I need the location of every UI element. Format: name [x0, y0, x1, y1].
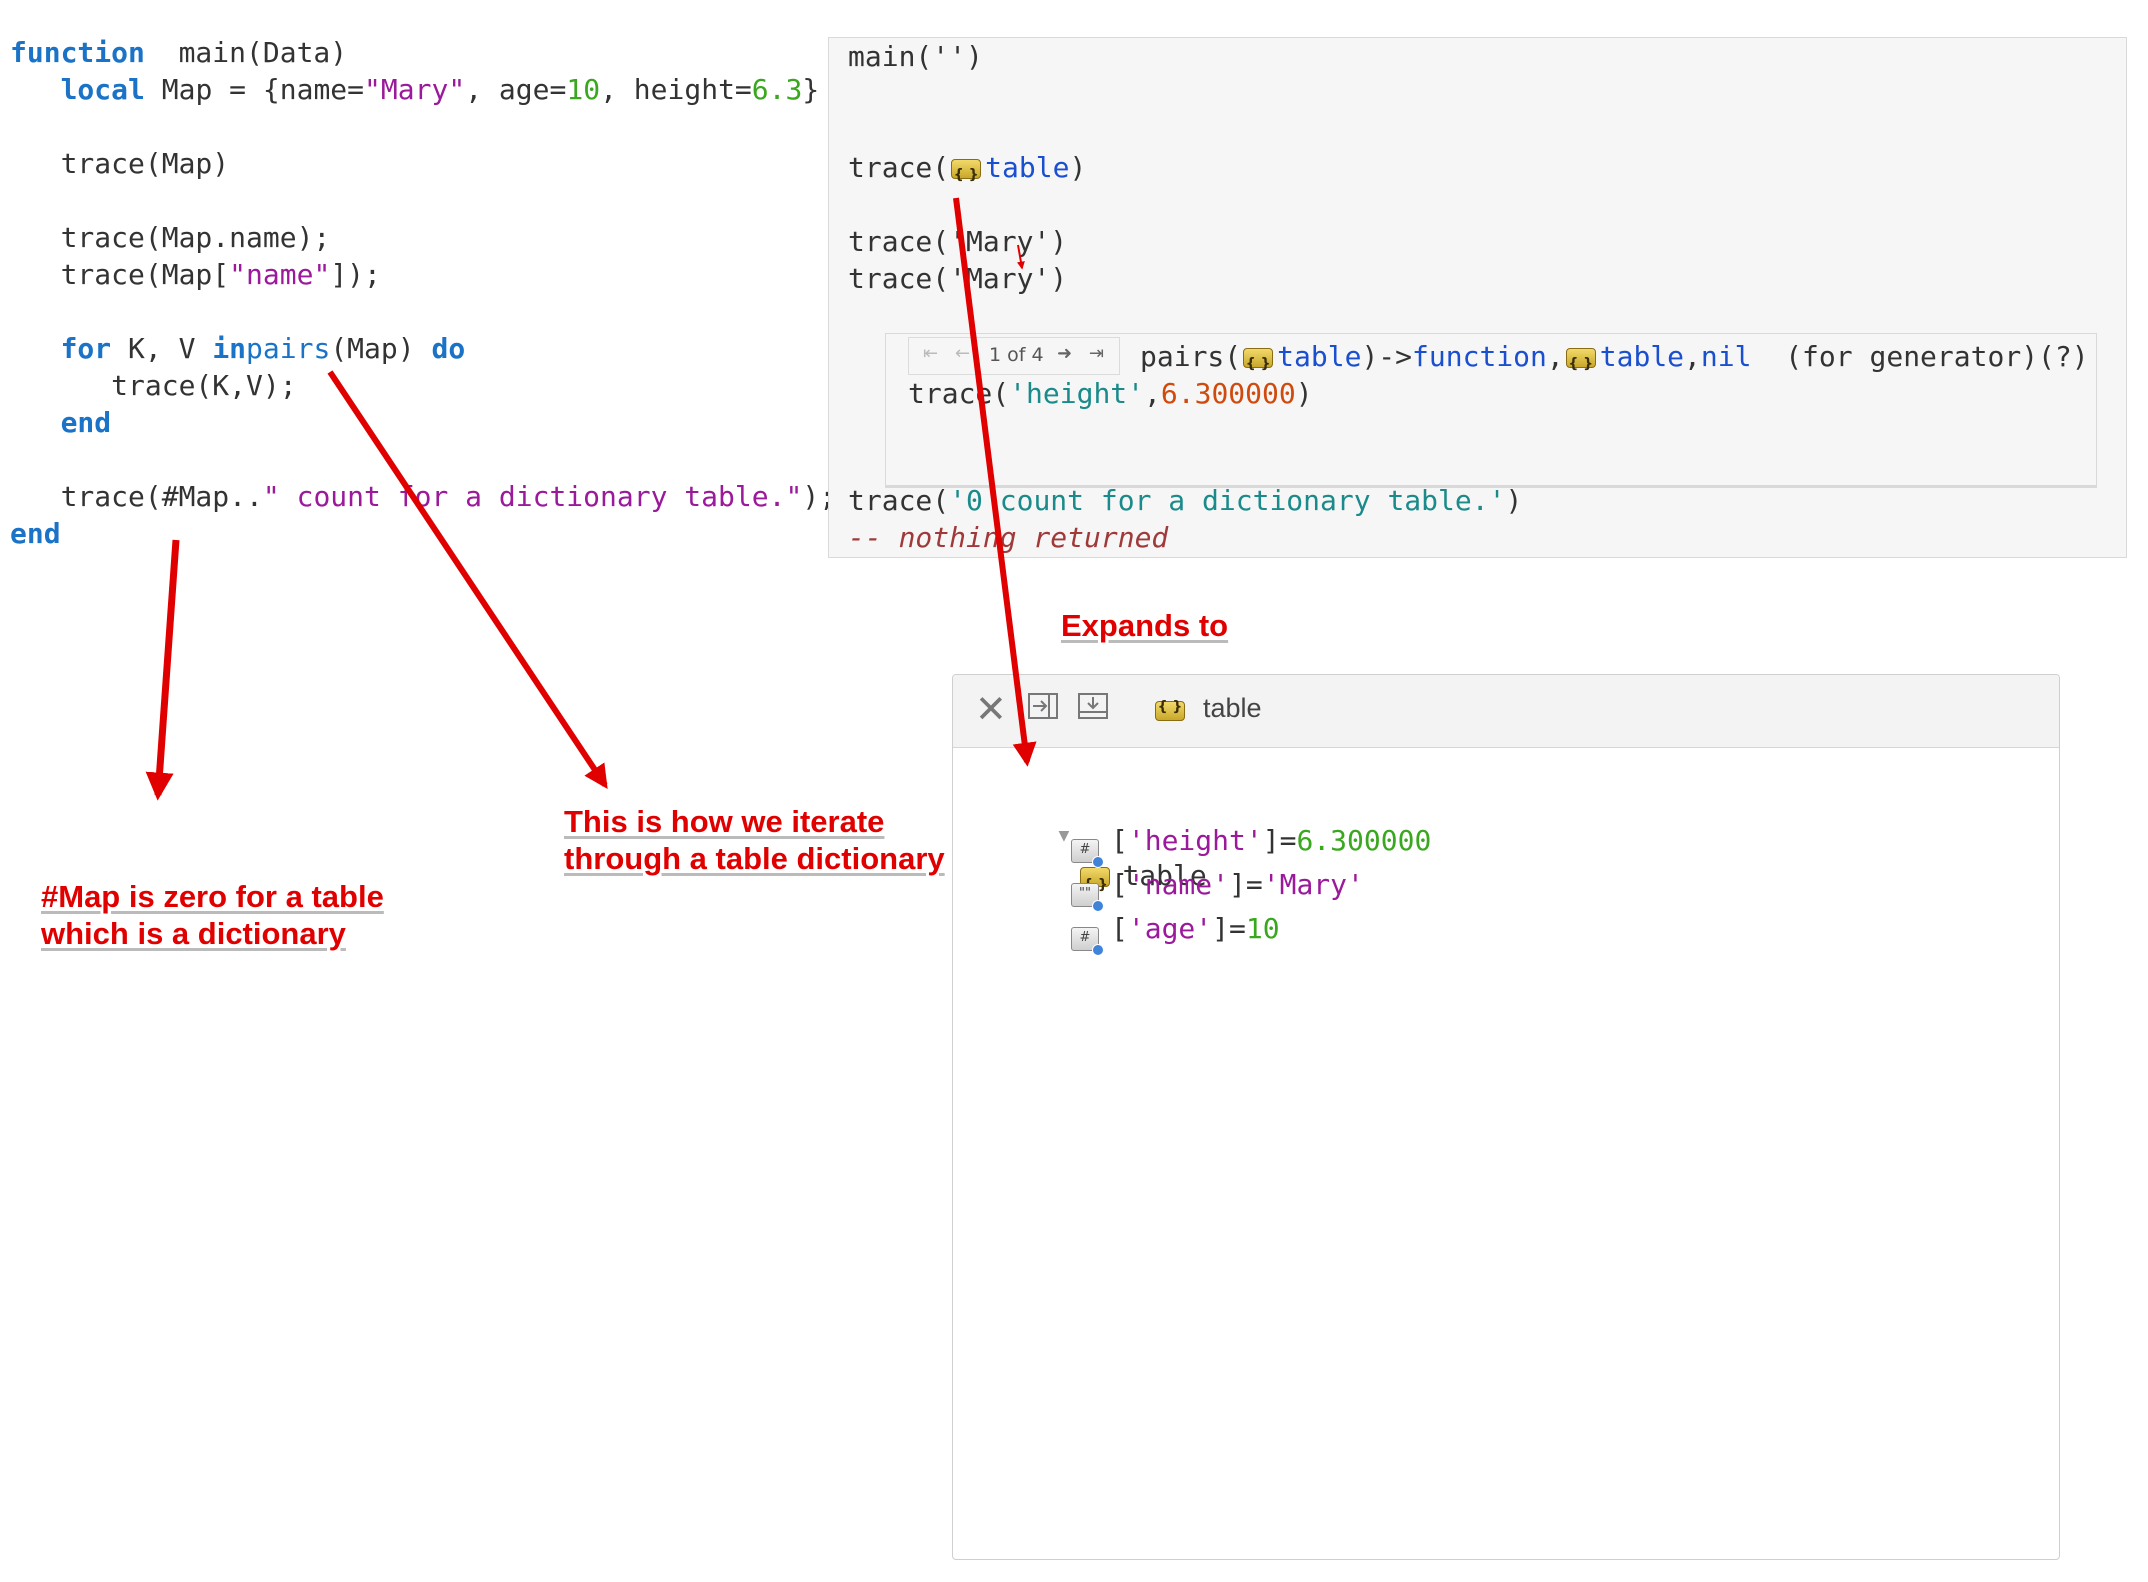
trace-map-name-line: trace('Mary'): [848, 225, 1068, 258]
table-icon[interactable]: [951, 157, 982, 194]
code-line[interactable]: end: [10, 517, 61, 550]
code-line[interactable]: local Map = {name="Mary", age=10, height…: [60, 73, 820, 106]
viewer-title: table: [1203, 693, 1262, 723]
trace-table-line: trace(table): [848, 149, 1086, 194]
code-line[interactable]: function main(Data): [10, 36, 348, 69]
code-line[interactable]: trace(Map): [10, 147, 230, 180]
close-icon[interactable]: ✕: [975, 687, 1007, 731]
count-trace-line: trace('0 count for a dictionary table.'): [848, 484, 1523, 517]
table-icon: [1155, 699, 1185, 721]
last-page-icon[interactable]: ⇥: [1089, 343, 1105, 364]
nothing-returned-comment: -- nothing returned: [848, 521, 1169, 554]
prev-page-icon[interactable]: ←: [955, 343, 971, 364]
annotation-map-zero-line2: which is a dictionary: [41, 916, 346, 951]
iteration-box: ⇤ ← 1 of 4 ➜ ⇥ pairs(table)->function,ta…: [885, 333, 2097, 488]
main-call-line: main(''): [848, 40, 983, 73]
code-line[interactable]: trace(K,V);: [10, 369, 297, 402]
annotation-iterate-line2: through a table dictionary: [564, 841, 945, 876]
trace-output-panel: main('') trace(table) trace('Mary') trac…: [828, 37, 2127, 558]
next-page-icon[interactable]: ➜: [1057, 343, 1073, 364]
table-viewer-window: ✕ table ▼ table #['height']=6.300000""['…: [952, 674, 2060, 1560]
code-line[interactable]: for K, V inpairs(Map) do: [60, 332, 466, 365]
pairs-line: pairs(table)->function,table,nil (for ge…: [1140, 338, 2089, 383]
viewer-header: ✕ table: [953, 675, 2059, 748]
string-type-icon: "": [1071, 883, 1104, 912]
code-line[interactable]: end: [60, 406, 112, 439]
table-icon[interactable]: [1243, 346, 1274, 383]
annotation-map-zero-line1: #Map is zero for a table: [41, 879, 384, 914]
table-icon[interactable]: [1565, 346, 1596, 383]
tree-row[interactable]: #['age']=10: [1071, 909, 1280, 956]
code-line[interactable]: trace(Map.name);: [10, 221, 331, 254]
iter-trace-line: trace('height',6.300000): [908, 377, 1313, 410]
collapse-triangle-icon[interactable]: ▼: [1058, 825, 1070, 846]
dock-bottom-icon[interactable]: [1077, 691, 1109, 725]
tree-root-label: table: [1122, 859, 1207, 892]
annotation-iterate-line1: This is how we iterate: [564, 804, 885, 839]
first-page-icon[interactable]: ⇤: [923, 343, 939, 364]
page-indicator: 1 of 4: [989, 344, 1044, 366]
table-link[interactable]: table: [985, 151, 1070, 184]
tree-row[interactable]: #['height']=6.300000: [1071, 821, 1431, 868]
code-line[interactable]: trace(Map["name"]);: [10, 258, 381, 291]
trace-map-index-line: trace('Mary'): [848, 262, 1068, 295]
code-line[interactable]: trace(#Map.." count for a dictionary tab…: [10, 480, 837, 513]
dock-right-icon[interactable]: [1027, 691, 1059, 725]
iteration-pager: ⇤ ← 1 of 4 ➜ ⇥: [908, 337, 1120, 375]
tree-row[interactable]: ""['name']='Mary': [1071, 865, 1364, 912]
number-type-icon: #: [1071, 839, 1104, 868]
arrow-map-zero: [145, 539, 180, 801]
arrow-iterate: [327, 370, 608, 789]
number-type-icon: #: [1071, 927, 1104, 956]
annotation-expands-to: Expands to: [1061, 608, 1229, 643]
tree-root-row[interactable]: ▼ table: [991, 775, 1206, 905]
